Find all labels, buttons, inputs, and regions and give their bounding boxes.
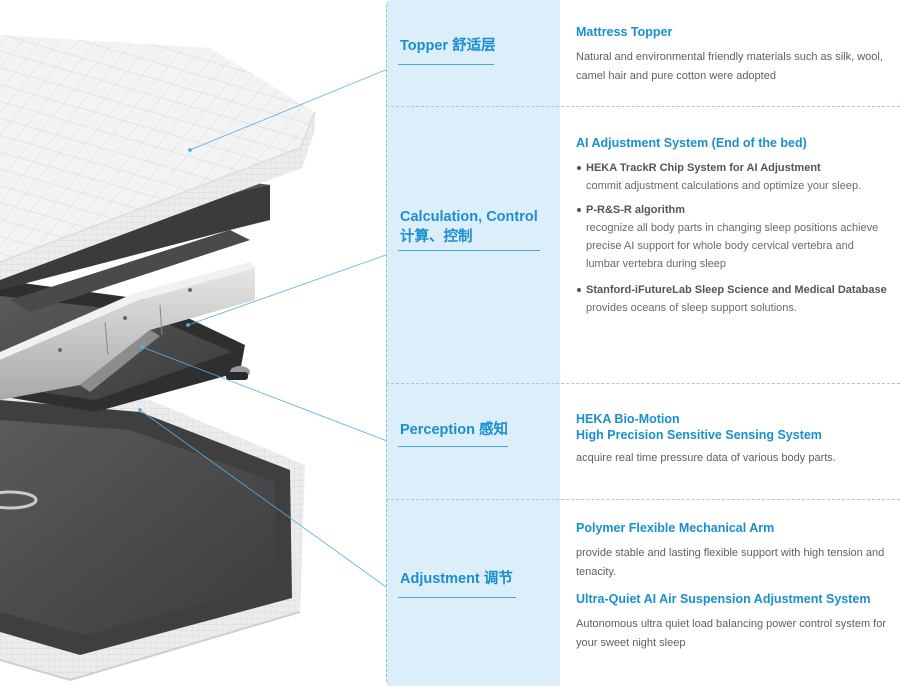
label-underline bbox=[398, 250, 540, 251]
label-topper: Topper 舒适层 bbox=[400, 38, 496, 54]
label-underline bbox=[398, 597, 516, 598]
air-suspension-heading: Ultra-Quiet AI Air Suspension Adjustment… bbox=[576, 592, 871, 606]
label-calculation-cn: 计算、控制 bbox=[400, 229, 473, 245]
section-divider bbox=[386, 499, 900, 500]
label-adjustment: Adjustment 调节 bbox=[400, 571, 513, 587]
perception-heading-2: High Precision Sensitive Sensing System bbox=[576, 428, 822, 442]
info-column bbox=[560, 0, 900, 686]
ai-system-heading: AI Adjustment System (End of the bed) bbox=[576, 136, 807, 150]
ai-item-database: Stanford-iFutureLab Sleep Science and Me… bbox=[576, 281, 888, 317]
ai-item-trackr: HEKA TrackR Chip System for AI Adjustmen… bbox=[576, 159, 888, 195]
perception-description: acquire real time pressure data of vario… bbox=[576, 452, 836, 464]
ai-item-title: P-R&S-R algorithm bbox=[576, 201, 888, 219]
air-suspension-description: Autonomous ultra quiet load balancing po… bbox=[576, 618, 887, 649]
ai-item-title: HEKA TrackR Chip System for AI Adjustmen… bbox=[576, 159, 888, 177]
section-divider bbox=[386, 106, 900, 107]
label-calculation: Calculation, Control bbox=[400, 209, 538, 225]
leader-lines bbox=[138, 63, 401, 598]
label-underline bbox=[398, 64, 494, 65]
label-underline bbox=[398, 446, 508, 447]
ai-item-algorithm: P-R&S-R algorithm recognize all body par… bbox=[576, 201, 888, 273]
topper-heading: Mattress Topper bbox=[576, 25, 673, 39]
mattress-topper bbox=[0, 35, 316, 280]
ai-item-desc: commit adjustment calculations and optim… bbox=[586, 180, 862, 192]
ai-item-title: Stanford-iFutureLab Sleep Science and Me… bbox=[576, 281, 888, 299]
section-divider bbox=[386, 383, 900, 384]
control-unit bbox=[0, 262, 255, 400]
label-column bbox=[386, 0, 560, 686]
ai-item-desc: provides oceans of sleep support solutio… bbox=[586, 302, 797, 314]
mechanical-arm-description: provide stable and lasting flexible supp… bbox=[576, 547, 885, 578]
bed-base-frame bbox=[0, 385, 305, 682]
topper-description: Natural and environmental friendly mater… bbox=[576, 51, 883, 82]
ai-item-desc: recognize all body parts in changing sle… bbox=[586, 222, 879, 270]
label-perception: Perception 感知 bbox=[400, 422, 508, 438]
perception-heading-1: HEKA Bio-Motion bbox=[576, 412, 680, 426]
mechanical-arm-heading: Polymer Flexible Mechanical Arm bbox=[576, 521, 775, 535]
